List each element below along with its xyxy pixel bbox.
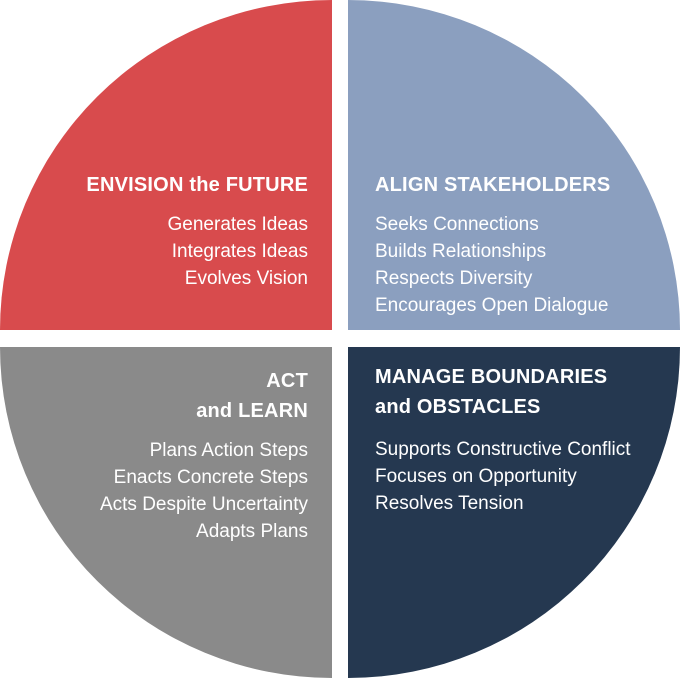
list-item: Resolves Tension — [375, 493, 524, 514]
title-line: ACT — [266, 370, 308, 392]
quadrant-act-text: ACT and LEARN Plans Action Steps Enacts … — [100, 366, 308, 545]
title-line: and OBSTACLES — [375, 396, 541, 418]
quadrant-align-text: ALIGN STAKEHOLDERS Seeks Connections Bui… — [375, 170, 610, 319]
list-item: Builds Relationships — [375, 241, 547, 262]
quadrant-act-items: Plans Action Steps Enacts Concrete Steps… — [100, 437, 308, 545]
title-line: and LEARN — [196, 400, 308, 422]
list-item: Evolves Vision — [184, 268, 308, 289]
list-item: Plans Action Steps — [149, 440, 308, 461]
quadrant-align-title: ALIGN STAKEHOLDERS — [375, 170, 610, 200]
list-item: Integrates Ideas — [171, 241, 308, 262]
title-line: MANAGE BOUNDARIES — [375, 366, 608, 388]
list-item: Acts Despite Uncertainty — [99, 494, 308, 515]
quadrant-manage-text: MANAGE BOUNDARIES and OBSTACLES Supports… — [375, 362, 631, 517]
list-item: Encourages Open Dialogue — [375, 295, 609, 316]
list-item: Supports Constructive Conflict — [375, 439, 631, 460]
quadrant-envision-text: ENVISION the FUTURE Generates Ideas Inte… — [86, 170, 308, 292]
quadrant-envision-items: Generates Ideas Integrates Ideas Evolves… — [86, 211, 308, 292]
quadrant-manage-title: MANAGE BOUNDARIES and OBSTACLES — [375, 362, 631, 422]
list-item: Seeks Connections — [375, 214, 539, 235]
quadrant-act-title: ACT and LEARN — [100, 366, 308, 426]
title-line: ALIGN STAKEHOLDERS — [375, 174, 611, 196]
quadrant-manage-items: Supports Constructive Conflict Focuses o… — [375, 436, 631, 517]
list-item: Generates Ideas — [167, 214, 308, 235]
list-item: Enacts Concrete Steps — [113, 467, 308, 488]
list-item: Focuses on Opportunity — [375, 466, 577, 487]
quadrant-align-items: Seeks Connections Builds Relationships R… — [375, 211, 610, 319]
list-item: Adapts Plans — [196, 521, 308, 542]
list-item: Respects Diversity — [375, 268, 533, 289]
title-line: ENVISION the FUTURE — [86, 174, 308, 196]
quadrant-envision-title: ENVISION the FUTURE — [86, 170, 308, 200]
